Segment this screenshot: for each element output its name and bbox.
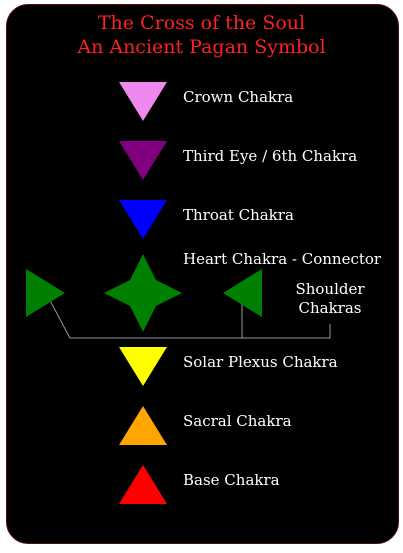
solar-plexus-chakra-triangle-icon	[119, 347, 167, 386]
third-eye-chakra-triangle-icon	[119, 141, 167, 180]
left-shoulder-chakra-triangle-icon	[26, 269, 65, 317]
third-eye-chakra-label: Third Eye / 6th Chakra	[183, 147, 358, 165]
crown-chakra-triangle-icon	[119, 82, 167, 121]
shoulder-chakras-label-line-1: Shoulder	[295, 280, 365, 298]
crown-chakra-label: Crown Chakra	[183, 88, 294, 106]
shoulder-connector-line	[45, 292, 331, 339]
throat-chakra-label: Throat Chakra	[183, 206, 294, 224]
diagram-panel	[6, 4, 399, 544]
throat-chakra-triangle-icon	[119, 200, 167, 239]
title-line-1: The Cross of the Soul	[97, 12, 306, 34]
sacral-chakra-label: Sacral Chakra	[183, 412, 292, 430]
heart-chakra-star-icon	[104, 254, 182, 332]
solar-plexus-chakra-label: Solar Plexus Chakra	[183, 353, 338, 371]
shoulder-chakras-label-line-2: Chakras	[298, 299, 362, 317]
base-chakra-triangle-icon	[119, 465, 167, 504]
title-line-2: An Ancient Pagan Symbol	[77, 36, 326, 58]
sacral-chakra-triangle-icon	[119, 406, 167, 445]
right-shoulder-chakra-triangle-icon	[223, 269, 262, 317]
base-chakra-label: Base Chakra	[183, 471, 280, 489]
heart-chakra-label: Heart Chakra - Connector	[183, 250, 382, 268]
